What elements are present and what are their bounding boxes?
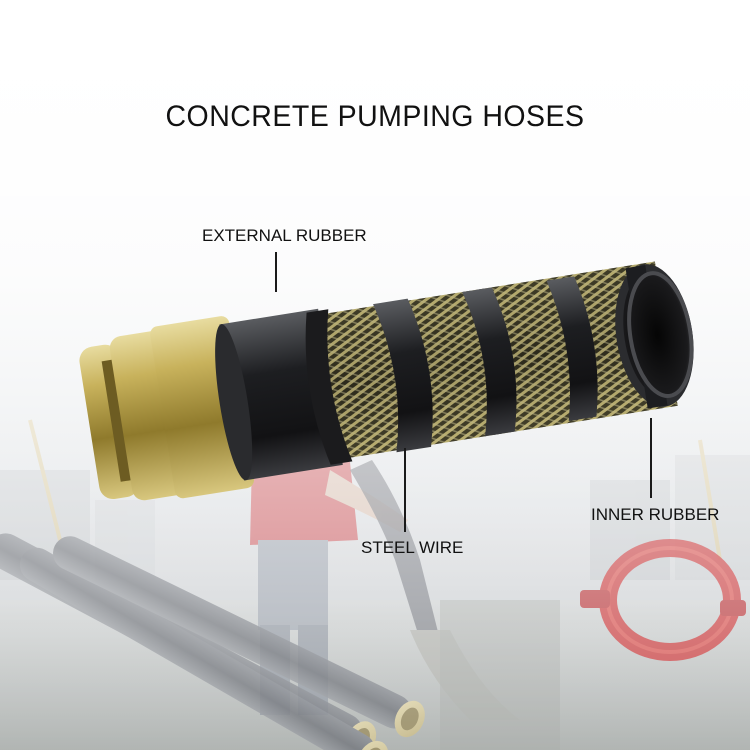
leader-line-inner-rubber xyxy=(650,418,652,498)
leader-line-external-rubber xyxy=(275,252,277,292)
callout-steel-wire: STEEL WIRE xyxy=(361,538,464,557)
hose-cutaway-graphic xyxy=(79,261,694,501)
callout-external-rubber: EXTERNAL RUBBER xyxy=(202,226,367,245)
callout-inner-rubber: INNER RUBBER xyxy=(591,505,720,524)
page-title: CONCRETE PUMPING HOSES xyxy=(165,100,585,133)
leader-line-steel-wire xyxy=(404,448,406,532)
